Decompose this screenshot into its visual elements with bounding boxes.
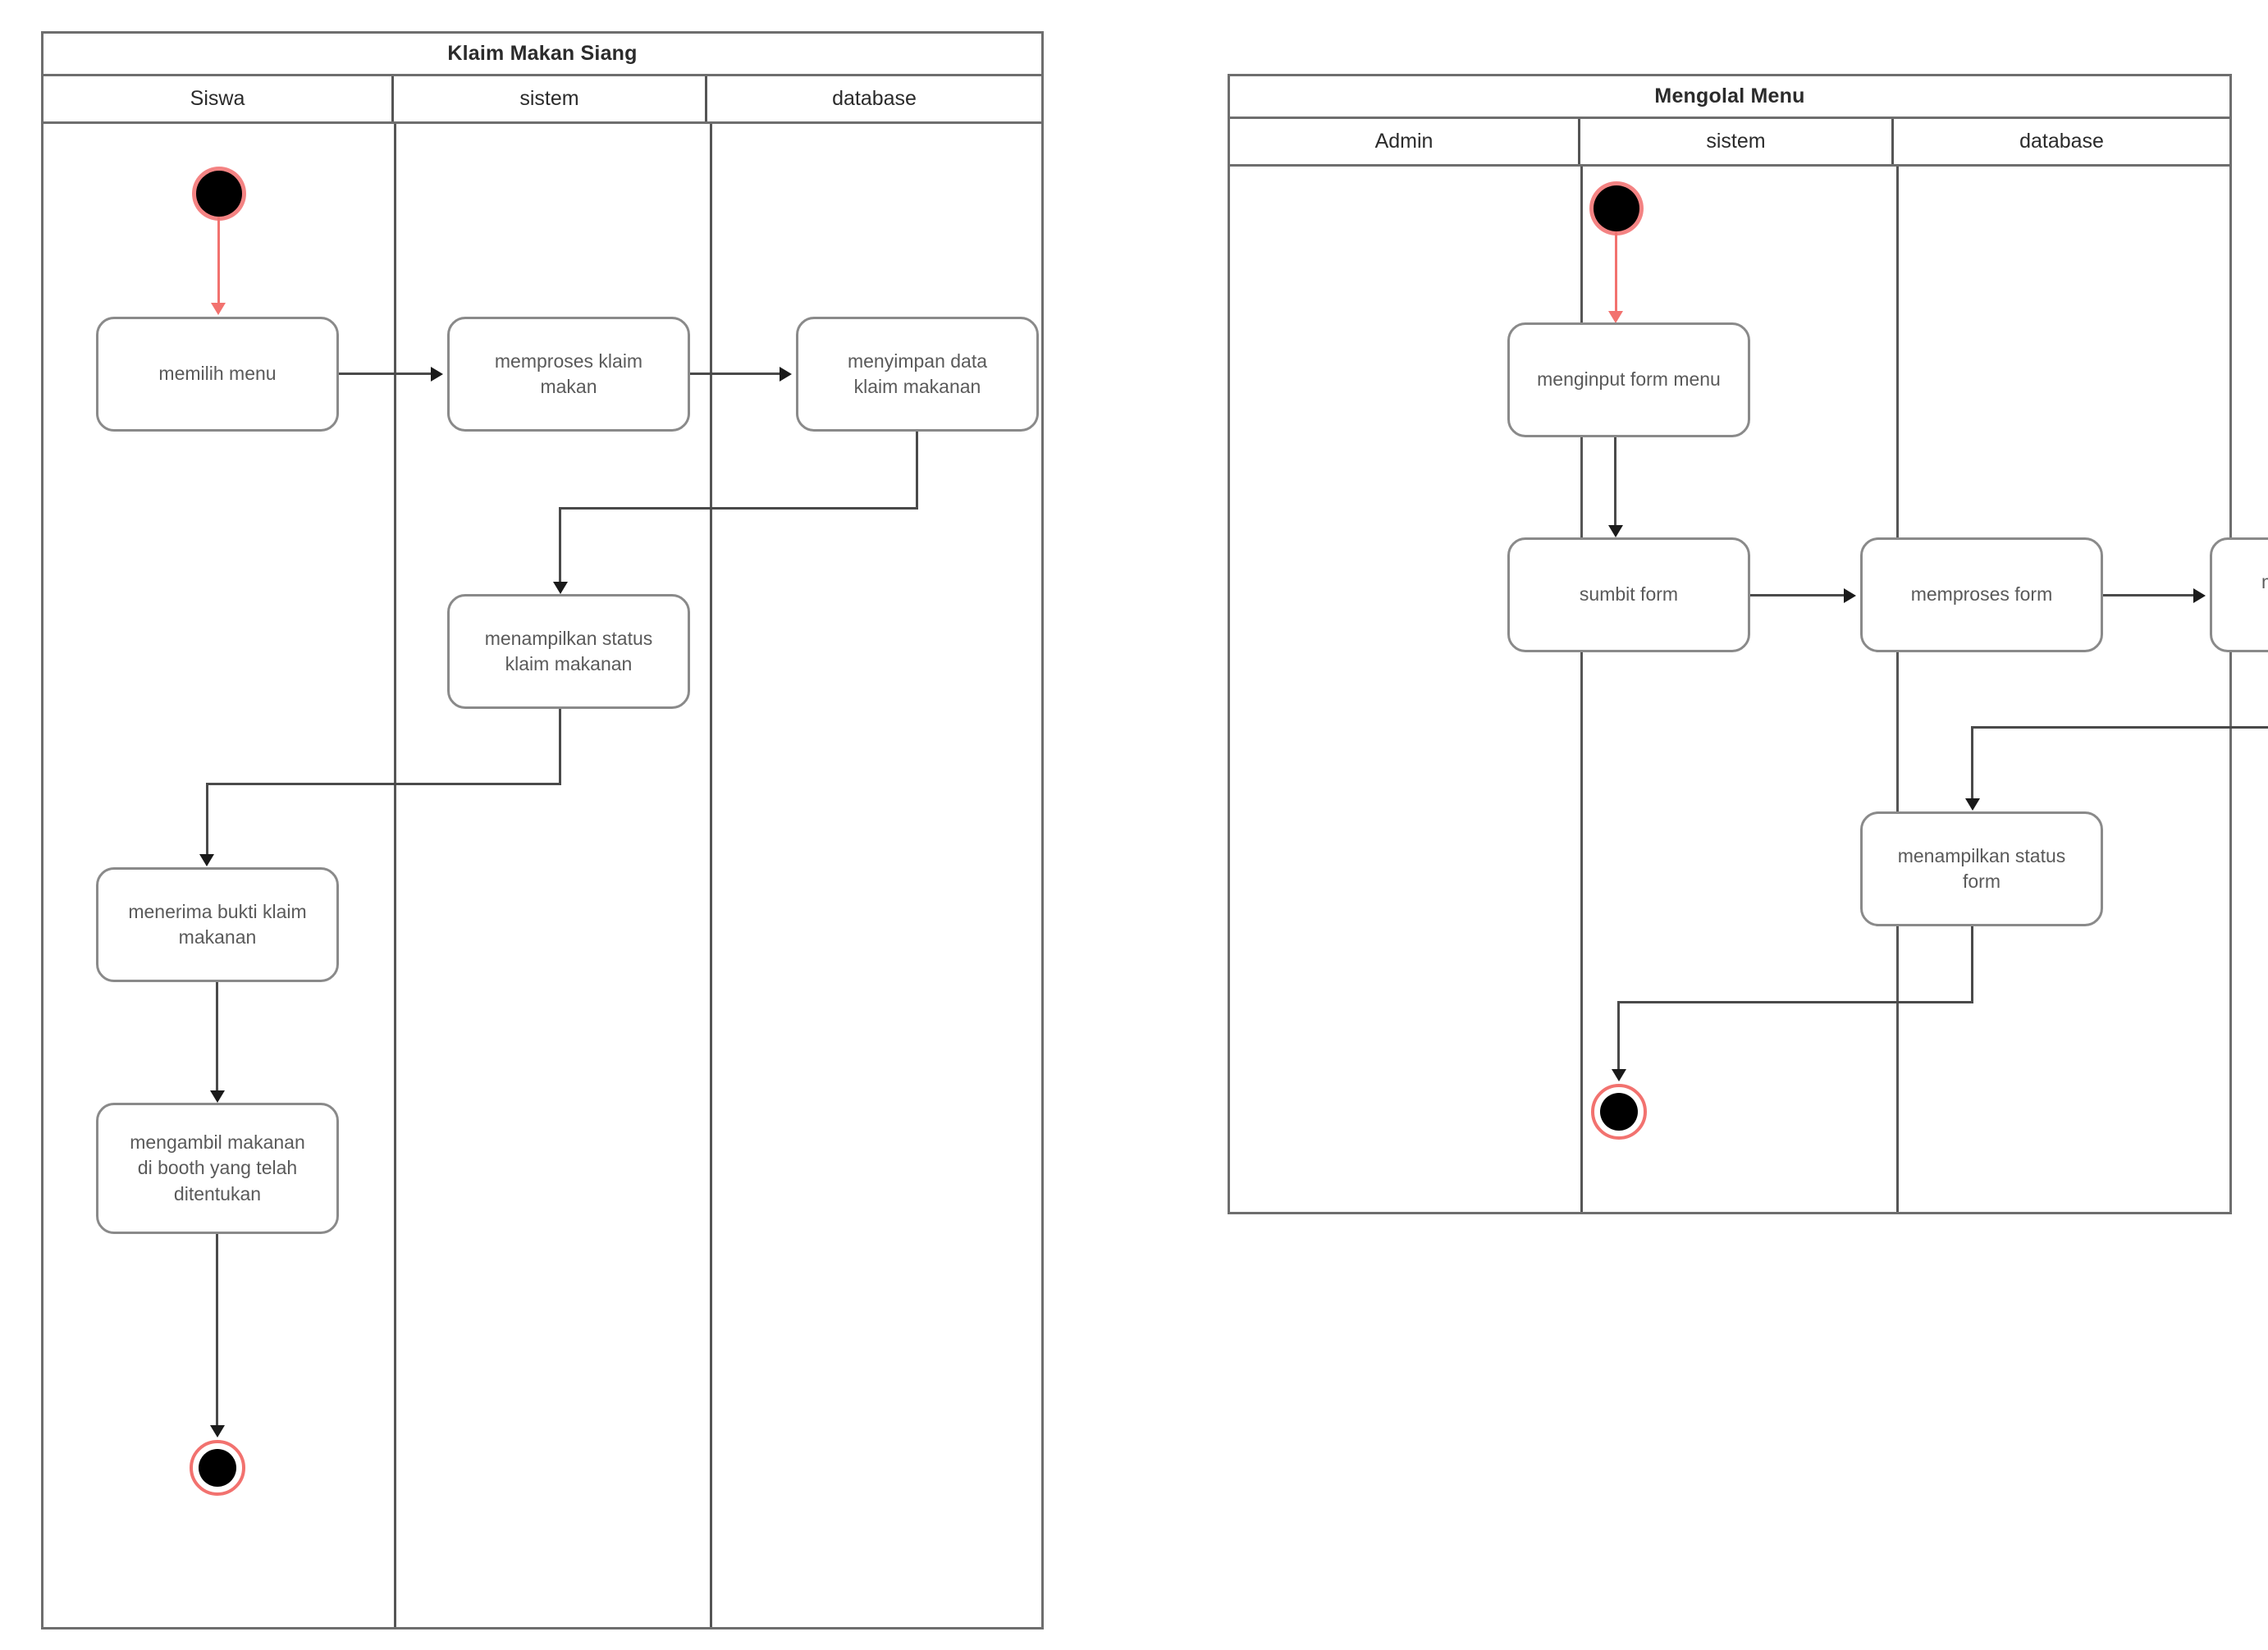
flow-menyimpan-to-status-v2 (559, 507, 561, 587)
action-memproses-klaim-makan: memproses klaim makan (447, 317, 690, 432)
flow-menyimpan-to-status-h (559, 507, 918, 510)
swimlane-body: menginput form menu sumbit form memprose… (1230, 167, 2268, 1212)
action-menyimpan-data-menu: menyimpan data menu (2210, 537, 2268, 652)
action-mengambil-makanan-di-booth: mengambil makanan di booth yang telah di… (96, 1103, 339, 1234)
flow-status-to-menerima-v1 (559, 709, 561, 785)
action-menginput-form-menu: menginput form menu (1507, 322, 1750, 437)
lane-header-admin: Admin (1230, 119, 1580, 164)
arrowhead-memproses-to-menyimpan (2193, 588, 2206, 603)
flow-menyimpan-to-status-v2 (1971, 726, 1973, 805)
arrowhead-start-to-menginput (1608, 311, 1623, 323)
lane-header-database: database (2019, 130, 2104, 153)
flow-memproses-to-menyimpan (690, 373, 782, 375)
action-memproses-form: memproses form (1860, 537, 2103, 652)
lane-divider-2 (710, 124, 712, 1627)
swimlane-header-row: Siswa sistem database (43, 76, 1041, 124)
flow-memproses-to-menyimpan (2103, 594, 2196, 596)
activity-diagram-mengolal-menu: Mengolal Menu Admin sistem database meng… (1228, 74, 2268, 1214)
lane-divider-1 (1580, 167, 1583, 1212)
final-node (190, 1440, 245, 1496)
arrowhead-menginput-to-sumbit (1608, 525, 1623, 537)
arrowhead-start-to-memilih-menu (211, 303, 226, 315)
arrowhead-memilih-to-memproses (431, 367, 443, 382)
flow-start-to-memilih-menu (217, 217, 220, 309)
flow-status-to-menerima-h (206, 783, 561, 785)
diagram-title: Mengolal Menu (1230, 76, 2229, 119)
arrowhead-status-to-menerima (199, 854, 214, 866)
lane-header-sistem: sistem (1580, 119, 1894, 164)
final-node (1591, 1084, 1647, 1140)
activity-diagram-klaim-makan-siang: Klaim Makan Siang Siswa sistem database … (41, 31, 1044, 1629)
initial-node (196, 171, 242, 217)
arrowhead-mengambil-to-end (210, 1425, 225, 1437)
flow-status-to-end-v1 (1971, 926, 1973, 1003)
lane-divider-1 (394, 124, 396, 1627)
arrowhead-menerima-to-mengambil (210, 1090, 225, 1103)
lane-header-database: database (832, 87, 917, 110)
lane-header-sistem: sistem (394, 76, 707, 121)
flow-sumbit-to-memproses (1750, 594, 1846, 596)
action-menampilkan-status-form: menampilkan status form (1860, 811, 2103, 926)
flow-start-to-menginput (1615, 231, 1617, 316)
arrowhead-status-to-end (1612, 1069, 1626, 1081)
action-menampilkan-status-klaim-makanan: menampilkan status klaim makanan (447, 594, 690, 709)
action-sumbit-form: sumbit form (1507, 537, 1750, 652)
swimlane-header-row: Admin sistem database (1230, 119, 2229, 167)
flow-menerima-to-mengambil (216, 982, 218, 1097)
flow-mengambil-to-end (216, 1234, 218, 1433)
flow-status-to-menerima-v2 (206, 783, 208, 861)
flow-status-to-end-h (1617, 1001, 1973, 1003)
flow-memilih-menu-to-memproses (339, 373, 433, 375)
action-memilih-menu: memilih menu (96, 317, 339, 432)
action-menerima-bukti-klaim-makanan: menerima bukti klaim makanan (96, 867, 339, 982)
arrowhead-menyimpan-to-status (1965, 798, 1980, 811)
initial-node (1594, 185, 1639, 231)
arrowhead-memproses-to-menyimpan (780, 367, 792, 382)
flow-menginput-to-sumbit (1614, 437, 1616, 532)
swimlane-body: memilih menu memproses klaim makan menyi… (43, 124, 1041, 1627)
lane-divider-2 (1896, 167, 1899, 1212)
flow-menyimpan-to-status-h (1971, 726, 2268, 729)
diagram-title: Klaim Makan Siang (43, 34, 1041, 76)
flow-status-to-end-v2 (1617, 1001, 1620, 1077)
arrowhead-sumbit-to-memproses (1844, 588, 1856, 603)
action-menyimpan-data-klaim-makanan: menyimpan data klaim makanan (796, 317, 1039, 432)
arrowhead-menyimpan-to-status (553, 582, 568, 594)
lane-header-siswa: Siswa (43, 76, 394, 121)
flow-menyimpan-to-status-v1 (916, 432, 918, 510)
